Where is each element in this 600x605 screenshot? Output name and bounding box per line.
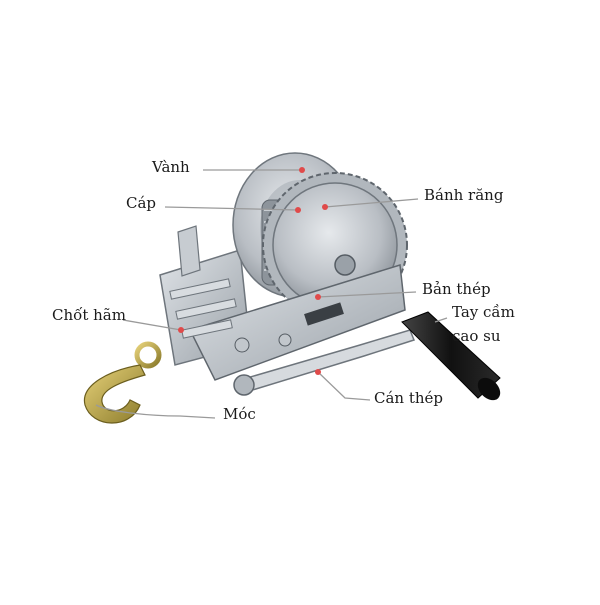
leader-banh-rang xyxy=(324,198,419,208)
label-crank-arm: Cán thép xyxy=(374,389,444,407)
label-handle-line2: cao su xyxy=(452,327,501,345)
frame-rods xyxy=(169,278,237,339)
label-handle-line1: Tay cầm xyxy=(452,303,515,321)
steel-plate xyxy=(188,264,406,381)
leader-chot-ham xyxy=(122,319,182,331)
leader-dots xyxy=(178,167,328,375)
label-hook: Móc xyxy=(223,405,256,423)
leader-ban-thep xyxy=(317,291,417,298)
leader-can-thep xyxy=(317,371,371,401)
leader-lines xyxy=(95,169,448,419)
rubber-handle xyxy=(401,311,501,401)
label-cable: Cáp xyxy=(126,194,157,212)
label-lock-pin: Chốt hãm xyxy=(52,306,126,324)
hook xyxy=(83,341,162,424)
leader-tay-cam xyxy=(434,317,448,323)
leader-cap xyxy=(164,206,299,211)
label-steel-plate: Bản thép xyxy=(422,280,491,298)
leader-moc xyxy=(95,404,216,419)
crank-arm xyxy=(233,329,415,396)
label-gear: Bánh răng xyxy=(424,186,504,204)
label-rim: Vành xyxy=(152,158,190,176)
